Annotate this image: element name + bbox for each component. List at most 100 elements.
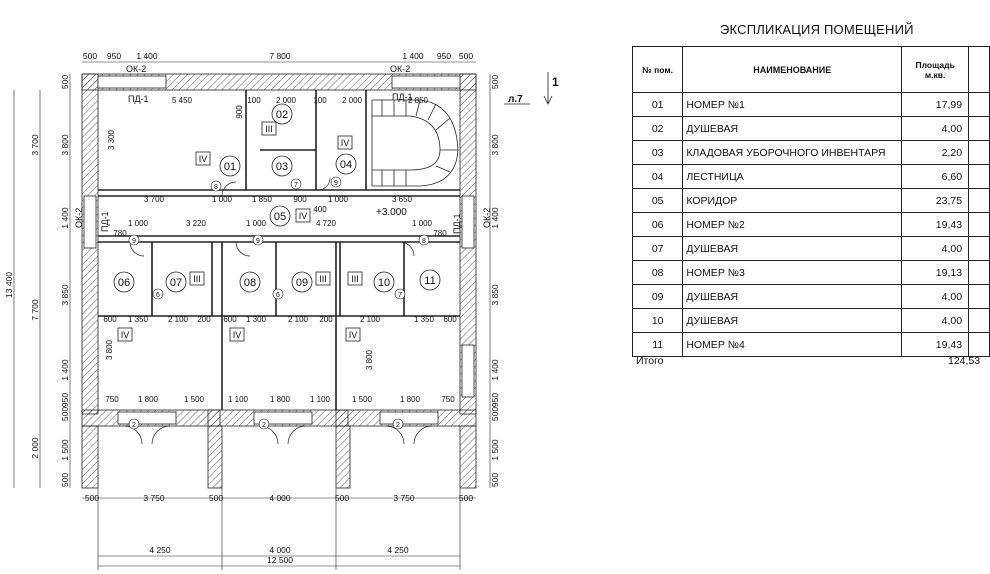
svg-text:2 000: 2 000 [342,96,363,105]
svg-text:IV: IV [299,211,308,221]
left-dims: 3 700 13 400 7 700 2 000 500 3 800 1 400… [4,75,70,487]
svg-text:4 250: 4 250 [387,545,409,555]
svg-text:780: 780 [113,229,127,238]
svg-text:200: 200 [197,315,211,324]
svg-text:950: 950 [437,51,451,61]
cell-area: 4,00 [901,116,970,141]
svg-text:950: 950 [60,393,70,407]
svg-text:III: III [265,124,273,134]
svg-text:09: 09 [296,277,308,289]
class-boxes [117,121,363,342]
cell-extra [968,308,990,333]
svg-text:1 350: 1 350 [414,315,435,324]
cell-name: ДУШЕВАЯ [682,236,903,261]
svg-text:100: 100 [313,96,327,105]
cell-num: 06 [631,212,684,237]
svg-text:IV: IV [199,154,208,164]
svg-text:03: 03 [276,161,288,173]
cell-num: 02 [631,116,684,141]
pier-mid-2 [335,425,351,489]
svg-text:3 650: 3 650 [392,195,413,204]
svg-text:500: 500 [459,51,473,61]
cell-name: ДУШЕВАЯ [682,308,903,333]
cell-extra [968,116,990,141]
svg-text:750: 750 [441,395,455,404]
cell-name: НОМЕР №1 [682,92,903,117]
cell-area: 19,13 [901,260,970,285]
svg-text:3 800: 3 800 [105,339,114,360]
header-area: Площадь м.кв. [901,46,970,93]
svg-text:2 100: 2 100 [168,315,189,324]
cell-num: 04 [631,164,684,189]
window-left [83,195,97,249]
svg-text:3 800: 3 800 [490,134,500,156]
window-tag: ОК-2 [126,64,146,74]
svg-text:3 850: 3 850 [490,284,500,306]
cell-name: НОМЕР №2 [682,212,903,237]
sheet-ref: л.7 [508,94,523,105]
svg-text:750: 750 [105,395,119,404]
svg-text:3 850: 3 850 [60,284,70,306]
cell-extra [968,332,990,357]
window-top-right [391,75,461,89]
svg-text:500: 500 [60,75,70,89]
door-tag: ПД-1 [100,211,110,232]
svg-text:4 250: 4 250 [149,545,171,555]
cell-name: НОМЕР №4 [682,332,903,357]
svg-text:900: 900 [293,195,307,204]
svg-text:IV: IV [341,138,350,148]
svg-text:07: 07 [170,277,182,289]
top-dims: 500 950 1 400 7 800 1 400 950 500 [83,51,473,61]
cell-num: 10 [631,308,684,333]
cell-num: 09 [631,284,684,309]
svg-text:100: 100 [247,96,261,105]
svg-text:3 300: 3 300 [107,129,116,150]
windows [83,75,475,425]
svg-text:9: 9 [334,180,338,187]
svg-text:1 400: 1 400 [490,207,500,229]
svg-text:8: 8 [422,238,426,245]
svg-text:2 850: 2 850 [408,96,429,105]
inner-walls [98,90,460,410]
svg-text:III: III [351,274,359,284]
pier-mid-1 [207,425,223,489]
svg-text:1 300: 1 300 [246,315,267,324]
cell-extra [968,188,990,213]
cell-num: 11 [631,332,684,357]
floor-plan: 1 л.7 ОК-2 ОК-2 ОК-2 ОК-2 ПД-1 ПД-1 ПД-1… [4,51,559,570]
cell-num: 05 [631,188,684,213]
svg-text:3 750: 3 750 [143,493,165,503]
cell-area: 4,00 [901,308,970,333]
svg-text:200: 200 [319,315,333,324]
staircase [371,99,459,187]
header-extra [968,46,990,93]
door-mark-labels: 8 7 9 9 9 8 6 6 7 2 2 2 [132,180,426,429]
svg-text:6: 6 [276,292,280,299]
door-marks [128,176,430,430]
svg-text:6: 6 [156,292,160,299]
svg-text:9: 9 [256,238,260,245]
svg-text:1 400: 1 400 [60,359,70,381]
svg-text:500: 500 [490,473,500,487]
svg-text:1 000: 1 000 [212,195,233,204]
cell-extra [968,92,990,117]
svg-text:500: 500 [85,493,99,503]
svg-text:11: 11 [424,275,435,287]
level-mark: +3.000 [376,207,407,218]
svg-text:1 500: 1 500 [184,395,205,404]
svg-text:06: 06 [118,277,130,289]
pier-right [459,425,477,489]
window-tag: ОК-2 [74,208,84,228]
svg-text:7 700: 7 700 [30,299,40,321]
svg-text:10: 10 [378,277,390,289]
svg-text:900: 900 [235,105,244,119]
svg-text:500: 500 [60,473,70,487]
svg-text:3 220: 3 220 [186,219,207,228]
